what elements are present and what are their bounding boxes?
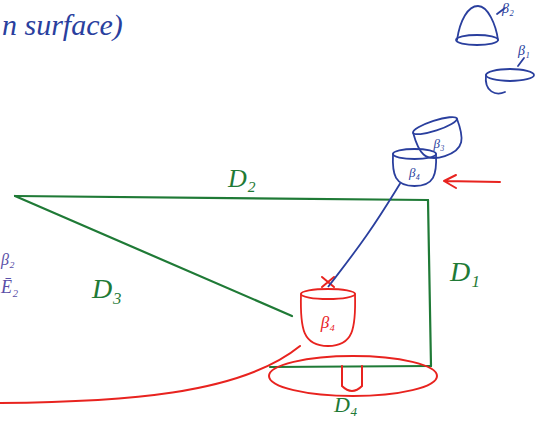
connector-line — [328, 183, 400, 287]
region-label: D₄ — [334, 394, 358, 416]
cup-label: β₄ — [299, 314, 357, 331]
cup-label: β₄ — [391, 166, 438, 179]
cup-shape: β₄ — [391, 147, 438, 187]
margin-fragment: β₂ — [1, 252, 15, 268]
cup-shape: β₄ — [299, 287, 357, 347]
region-label: D₂ — [228, 166, 256, 192]
cup-label: β₁ — [518, 44, 530, 58]
margin-fragment: Ē₂ — [1, 278, 18, 296]
region-label: D₃ — [92, 275, 122, 303]
heading-fragment: n surface) — [2, 10, 123, 40]
green-region — [15, 196, 431, 367]
cup-label: β₂ — [502, 2, 514, 16]
blue-cups — [456, 6, 534, 93]
cup-shape: β₃ — [414, 118, 464, 158]
cup-label: β₃ — [414, 137, 464, 150]
red-curves — [0, 175, 500, 403]
region-label: D₁ — [450, 258, 480, 286]
